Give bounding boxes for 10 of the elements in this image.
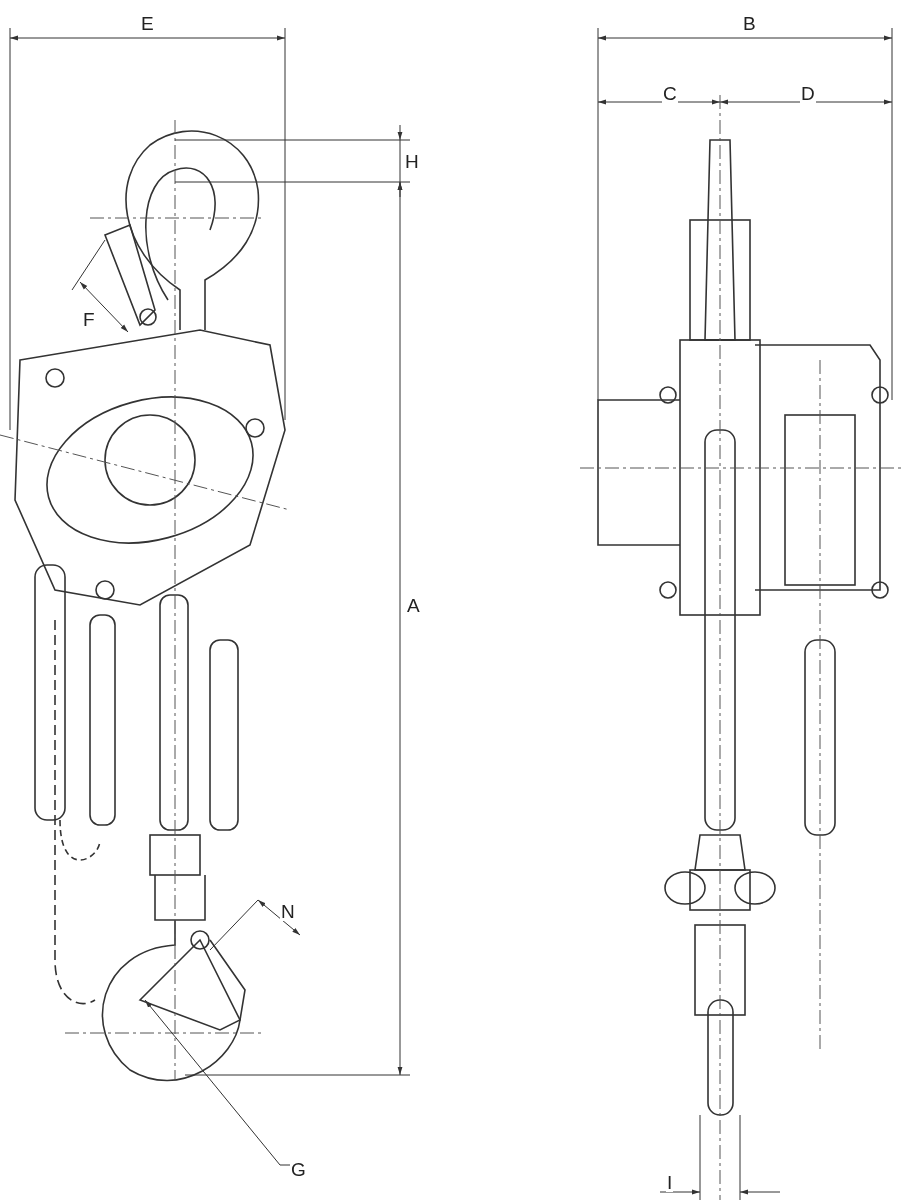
dimension-label: B <box>742 14 757 33</box>
dimension-label: F <box>82 310 96 329</box>
dimension-label: A <box>406 596 421 615</box>
dimension-label: E <box>140 14 155 33</box>
dimension-label: D <box>800 84 816 103</box>
dimension-label: I <box>666 1173 674 1192</box>
dimension-label: H <box>404 152 420 171</box>
dimension-label: N <box>280 902 296 921</box>
dimension-label: C <box>662 84 678 103</box>
dimension-label: G <box>290 1160 307 1179</box>
